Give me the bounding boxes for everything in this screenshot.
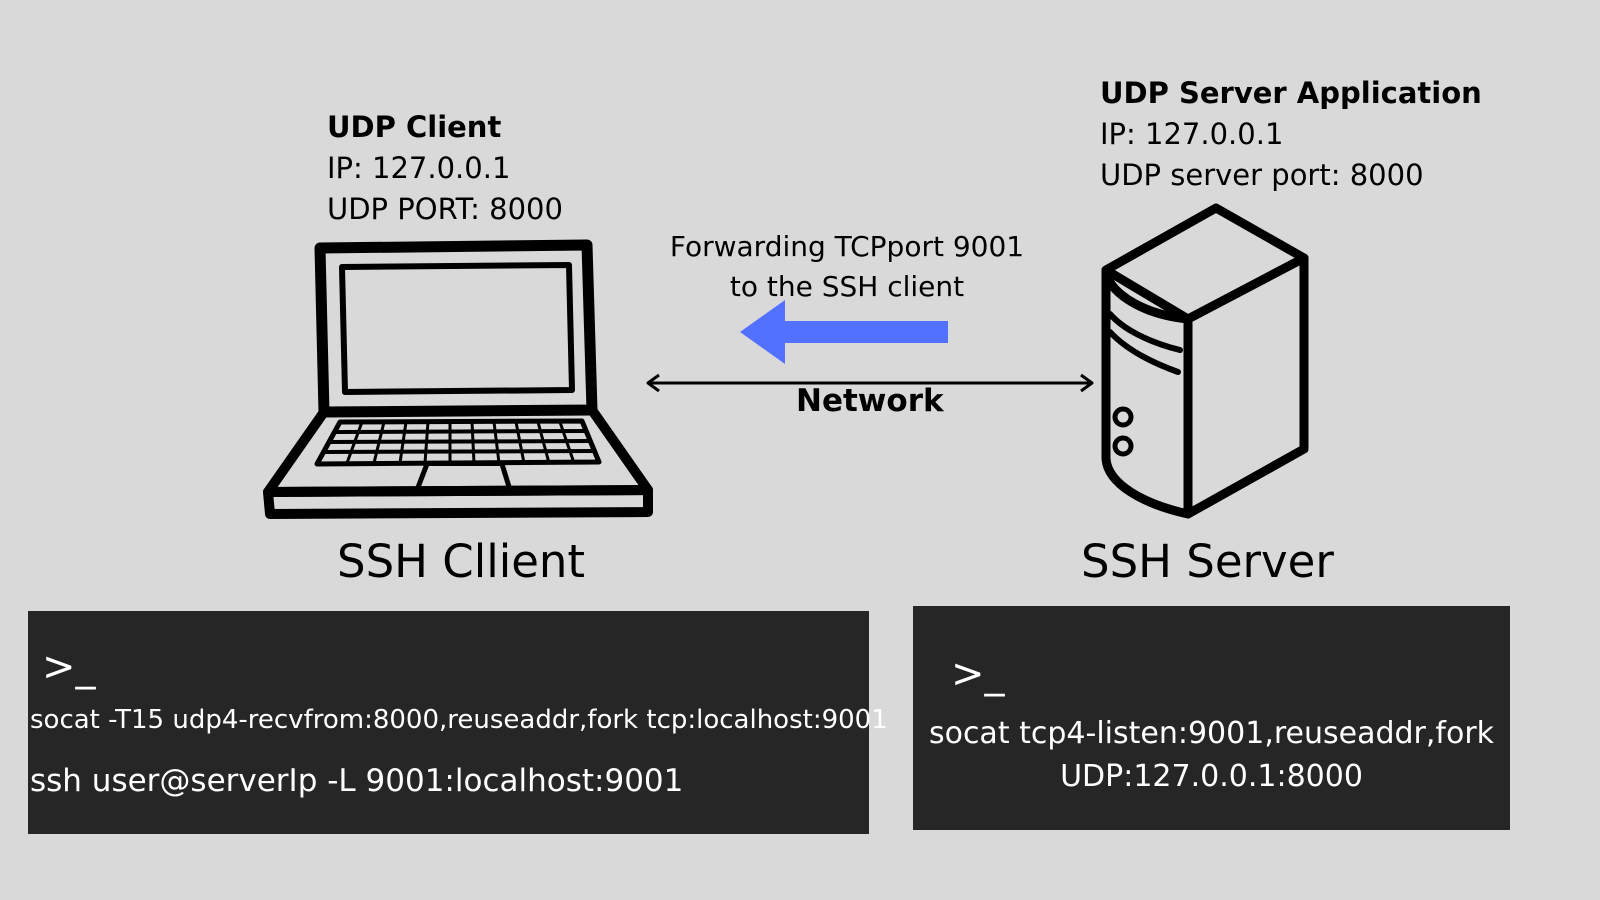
network-label: Network xyxy=(796,383,944,419)
client-terminal-command-ssh: ssh user@serverIp -L 9001:localhost:9001 xyxy=(30,763,684,799)
server-info-port: UDP server port: 8000 xyxy=(1100,158,1424,192)
network-connection-arrow xyxy=(646,373,1094,393)
forwarding-label: Forwarding TCPport 9001 to the SSH clien… xyxy=(657,227,1037,307)
forwarding-arrow-shape xyxy=(740,300,948,364)
client-info-ip: IP: 127.0.0.1 xyxy=(327,151,511,185)
server-terminal-command-line1: socat tcp4-listen:9001,reuseaddr,fork xyxy=(928,716,1495,751)
forwarding-label-line1: Forwarding TCPport 9001 xyxy=(669,230,1025,263)
forwarding-arrow xyxy=(740,300,948,364)
laptop-icon xyxy=(263,239,653,519)
server-info-ip: IP: 127.0.0.1 xyxy=(1100,117,1284,151)
server-terminal-command: socat tcp4-listen:9001,reuseaddr,fork UD… xyxy=(913,712,1510,798)
server-tower-icon xyxy=(1101,203,1309,519)
forwarding-label-line2: to the SSH client xyxy=(729,270,965,303)
client-info: UDP Client IP: 127.0.0.1 UDP PORT: 8000 xyxy=(327,107,563,230)
server-terminal-command-line2: UDP:127.0.0.1:8000 xyxy=(1060,759,1363,794)
ssh-server-caption: SSH Server xyxy=(1081,535,1334,588)
client-terminal-prompt: >_ xyxy=(42,644,96,690)
client-info-title: UDP Client xyxy=(327,110,502,144)
ssh-client-caption: SSH Cllient xyxy=(337,535,586,588)
server-terminal-panel: >_ socat tcp4-listen:9001,reuseaddr,fork… xyxy=(913,606,1510,830)
client-info-port: UDP PORT: 8000 xyxy=(327,192,563,226)
server-info: UDP Server Application IP: 127.0.0.1 UDP… xyxy=(1100,73,1482,196)
client-terminal-command-socat: socat -T15 udp4-recvfrom:8000,reuseaddr,… xyxy=(30,705,888,735)
server-info-title: UDP Server Application xyxy=(1100,76,1482,110)
server-terminal-prompt: >_ xyxy=(951,651,1005,697)
client-terminal-panel: >_ socat -T15 udp4-recvfrom:8000,reusead… xyxy=(28,611,888,834)
